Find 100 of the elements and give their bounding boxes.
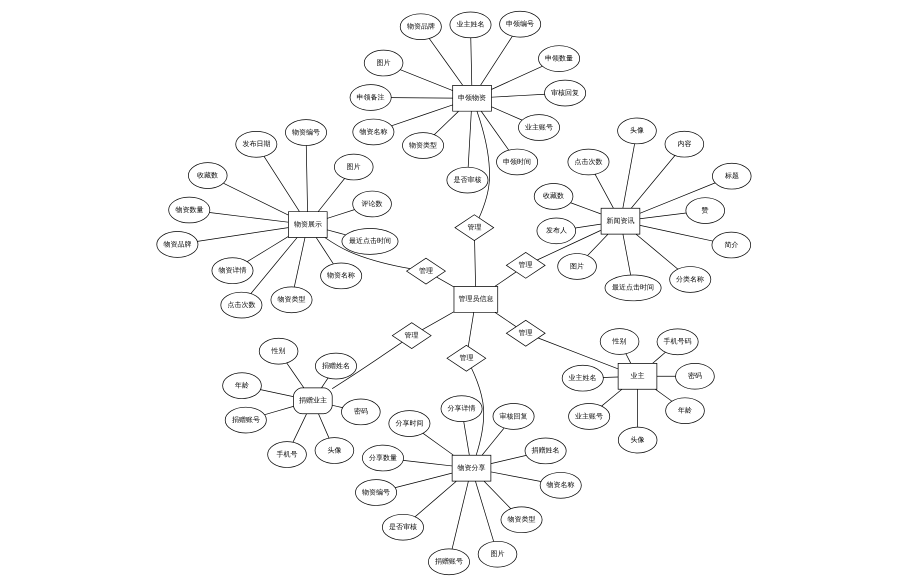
connector: [414, 480, 456, 518]
connector: [474, 480, 494, 542]
connector: [602, 376, 618, 378]
node-ellipse: 点击次数: [567, 148, 609, 176]
connector: [474, 240, 476, 287]
node-ellipse: 头像: [616, 118, 656, 144]
node-ellipse: 年龄: [222, 372, 262, 399]
connector: [656, 376, 676, 377]
connector: [654, 388, 672, 402]
node-ellipse: 分类名称: [668, 266, 711, 293]
connector: [467, 110, 472, 168]
connector: [586, 234, 608, 256]
node-ellipse: 图片: [334, 154, 373, 180]
connector: [480, 36, 512, 86]
node-ellipse: 审核回复: [544, 80, 586, 106]
node-ellipse: 分享时间: [388, 410, 430, 437]
connector: [315, 237, 334, 264]
node-ellipse: 业主姓名: [561, 364, 604, 392]
node-box: 物资展示: [288, 211, 328, 238]
connector: [490, 455, 526, 464]
connector: [639, 212, 686, 220]
connector: [286, 362, 304, 388]
connector: [470, 368, 484, 456]
connector: [390, 104, 452, 126]
node-ellipse: 最近点击时间: [604, 274, 661, 302]
node-ellipse: 简介: [711, 232, 751, 258]
node-ellipse: 手机号: [266, 441, 306, 468]
connector: [494, 272, 516, 287]
connector: [639, 182, 715, 214]
connector: [263, 156, 300, 212]
connector: [320, 378, 328, 388]
connector: [490, 106, 522, 120]
connector: [264, 406, 294, 416]
connector: [490, 94, 545, 98]
node-ellipse: 最近点击时间: [341, 228, 398, 255]
connector: [326, 230, 346, 236]
node-box: 新闻资讯: [600, 208, 640, 234]
node-ellipse: 图片: [556, 253, 596, 280]
connector: [622, 143, 634, 209]
node-ellipse: 头像: [617, 426, 657, 454]
connector: [317, 178, 344, 212]
node-diamond: 管理: [391, 322, 432, 349]
node-diamond: 管理: [454, 214, 494, 241]
node-ellipse: 年龄: [664, 397, 704, 424]
node-ellipse: 是否审核: [382, 514, 424, 540]
node-ellipse: 赞: [685, 197, 724, 224]
connector: [433, 111, 458, 136]
node-ellipse: 收藏数: [188, 162, 227, 189]
connector: [390, 97, 452, 98]
connector: [625, 354, 631, 364]
node-ellipse: 密码: [340, 398, 380, 426]
node-ellipse: 是否审核: [446, 166, 488, 194]
connector: [422, 432, 454, 456]
connector: [636, 389, 638, 428]
node-ellipse: 业主账号: [518, 114, 560, 141]
connector: [483, 480, 511, 510]
node-ellipse: 点击次数: [220, 292, 262, 318]
connector: [476, 111, 490, 218]
connector: [639, 225, 713, 242]
node-ellipse: 捐赠账号: [224, 406, 266, 434]
node-ellipse: 发布人: [536, 218, 576, 244]
connector: [480, 111, 509, 150]
connector: [260, 389, 294, 397]
connector: [652, 352, 666, 364]
node-diamond: 管理: [405, 258, 446, 284]
connector: [490, 472, 541, 482]
node-ellipse: 物资名称: [539, 472, 582, 499]
connector: [208, 212, 288, 223]
connector: [305, 145, 308, 212]
node-ellipse: 申领数量: [538, 45, 580, 72]
node-ellipse: 物资类型: [402, 132, 444, 159]
connector: [332, 404, 342, 408]
connector: [467, 312, 474, 347]
node-ellipse: 申领备注: [349, 84, 392, 111]
node-ellipse: 标题: [712, 162, 751, 190]
node-ellipse: 捐赠姓名: [524, 438, 566, 464]
node-ellipse: 捐赠姓名: [314, 352, 356, 380]
connector: [462, 421, 470, 456]
connector: [630, 155, 675, 208]
node-ellipse: 收藏数: [533, 183, 573, 210]
node-ellipse: 性别: [258, 338, 298, 364]
connector: [574, 224, 601, 228]
connector: [481, 428, 504, 456]
node-ellipse: 捐赠账号: [428, 548, 470, 576]
node-ellipse: 内容: [664, 130, 704, 158]
node-ellipse: 评论数: [352, 190, 392, 218]
node-ellipse: 头像: [314, 437, 354, 464]
connector: [428, 38, 463, 86]
connector: [570, 202, 601, 214]
connector: [402, 460, 452, 466]
connector: [331, 342, 402, 389]
connector: [394, 472, 452, 488]
connector: [536, 230, 601, 260]
connector: [246, 236, 288, 262]
connector: [490, 66, 542, 90]
connector: [222, 182, 288, 216]
node-ellipse: 图片: [477, 540, 517, 568]
connector: [436, 276, 454, 288]
node-ellipse: 申领编号: [498, 10, 541, 38]
node-ellipse: 物资类型: [500, 506, 542, 534]
